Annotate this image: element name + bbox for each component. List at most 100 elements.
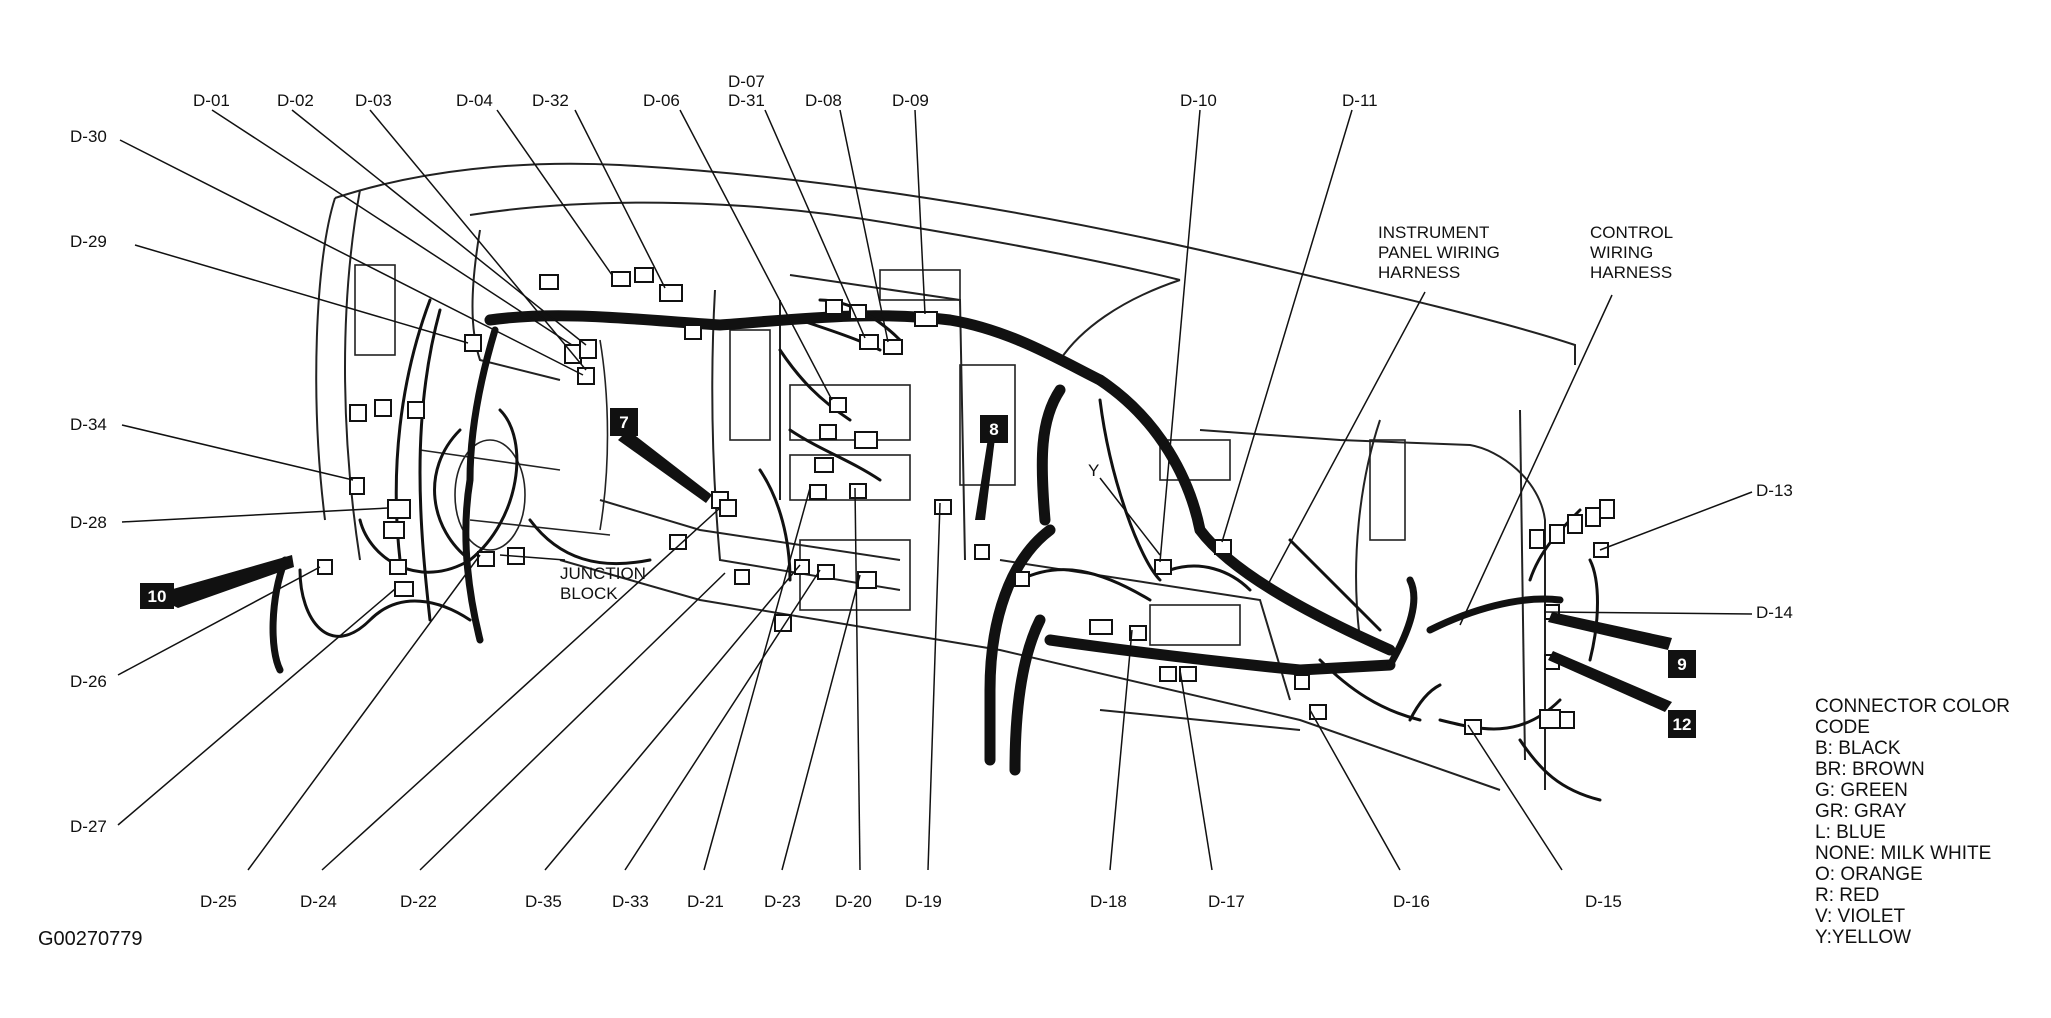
connector-box [1529, 529, 1545, 549]
connector-box [387, 499, 411, 519]
connector-box [1559, 711, 1575, 729]
badge-7 [610, 408, 638, 436]
connector-box [634, 267, 654, 283]
connector-box [349, 404, 367, 422]
connector-box [539, 274, 559, 290]
label-d02: D-02 [277, 91, 314, 110]
connector-box [883, 339, 903, 355]
legend-item: BR: BROWN [1815, 759, 1925, 780]
legend-item: NONE: MILK WHITE [1815, 843, 1991, 864]
control-wiring-harness-label-line2: WIRING [1590, 243, 1653, 262]
ip-wiring-harness-label-line1: INSTRUMENT [1378, 223, 1489, 242]
label-d34: D-34 [70, 415, 107, 434]
connector-box [577, 367, 595, 385]
badge-pointer [1548, 651, 1672, 712]
connector-box [1549, 524, 1565, 544]
connector-labels: D-01 D-02 D-03 D-04 D-32 D-06 D-07 D-31 … [70, 72, 1793, 911]
ip-wiring-harness-label-line3: HARNESS [1378, 263, 1460, 282]
connector-box [734, 569, 750, 585]
legend-item: GR: GRAY [1815, 801, 1907, 822]
junction-block-label-line2: BLOCK [560, 584, 618, 603]
badge-pointer [152, 555, 294, 608]
connector-box [1159, 666, 1177, 682]
connector-box [794, 559, 810, 575]
label-d03: D-03 [355, 91, 392, 110]
label-d27: D-27 [70, 817, 107, 836]
label-d17: D-17 [1208, 892, 1245, 911]
label-d14: D-14 [1756, 603, 1793, 622]
badge-7-label: 7 [619, 413, 628, 432]
label-d19: D-19 [905, 892, 942, 911]
legend-item: R: RED [1815, 885, 1879, 906]
y-marker-label: Y [1088, 461, 1099, 480]
label-d07: D-07 [728, 72, 765, 91]
label-d20: D-20 [835, 892, 872, 911]
connector-box [1129, 625, 1147, 641]
connector-box [1014, 571, 1030, 587]
label-d28: D-28 [70, 513, 107, 532]
badge-12-label: 12 [1673, 715, 1692, 734]
connector-box [934, 499, 952, 515]
connector-box [819, 424, 837, 440]
control-wiring-harness-label-line1: CONTROL [1590, 223, 1673, 242]
connector-box [394, 581, 414, 597]
connector-box [684, 324, 702, 340]
legend-item: L: BLUE [1815, 822, 1886, 843]
connector-box [1309, 704, 1327, 720]
legend-item: Y:YELLOW [1815, 927, 1911, 948]
label-d13: D-13 [1756, 481, 1793, 500]
label-d01: D-01 [193, 91, 230, 110]
connector-box [317, 559, 333, 575]
badge-9-label: 9 [1677, 655, 1686, 674]
legend-item: O: ORANGE [1815, 864, 1923, 885]
connector-box [849, 304, 867, 320]
label-d06: D-06 [643, 91, 680, 110]
badge-8 [980, 415, 1008, 443]
control-wiring-harness-label-line3: HARNESS [1590, 263, 1672, 282]
connector-box [1539, 709, 1561, 729]
label-d22: D-22 [400, 892, 437, 911]
legend-title-line1: CONNECTOR COLOR [1815, 696, 2010, 717]
connector-box [825, 299, 843, 315]
label-d30: D-30 [70, 127, 107, 146]
label-d04: D-04 [456, 91, 493, 110]
label-d08: D-08 [805, 91, 842, 110]
connector-box [774, 614, 792, 632]
connector-box [829, 397, 847, 413]
badge-8-label: 8 [989, 420, 998, 439]
badges: 10 7 8 9 12 [140, 408, 1696, 738]
badge-pointer [975, 438, 995, 520]
connector-box [464, 334, 482, 352]
connector-box [1585, 507, 1601, 527]
connector-box [611, 271, 631, 287]
badge-10-label: 10 [148, 587, 167, 606]
connector-box [374, 399, 392, 417]
connector-box [974, 544, 990, 560]
badge-9 [1668, 650, 1696, 678]
legend-item: V: VIOLET [1815, 906, 1905, 927]
badge-pointer [618, 430, 712, 503]
legend-title-line2: CODE [1815, 717, 1870, 738]
connector-box [669, 534, 687, 550]
connector-box [849, 483, 867, 499]
connector-box [407, 401, 425, 419]
connector-box [1599, 499, 1615, 519]
leader-lines [117, 109, 1753, 871]
connector-box [854, 431, 878, 449]
label-d18: D-18 [1090, 892, 1127, 911]
label-d21: D-21 [687, 892, 724, 911]
connector-box [579, 339, 597, 359]
connector-box [349, 477, 365, 495]
label-d26: D-26 [70, 672, 107, 691]
label-d29: D-29 [70, 232, 107, 251]
label-d24: D-24 [300, 892, 337, 911]
label-d11: D-11 [1342, 91, 1378, 110]
label-d23: D-23 [764, 892, 801, 911]
connector-box [477, 551, 495, 567]
connector-box [389, 559, 407, 575]
connector-color-legend: CONNECTOR COLOR CODE B: BLACK BR: BROWN … [1815, 696, 2010, 948]
connector-box [809, 484, 827, 500]
label-d16: D-16 [1393, 892, 1430, 911]
